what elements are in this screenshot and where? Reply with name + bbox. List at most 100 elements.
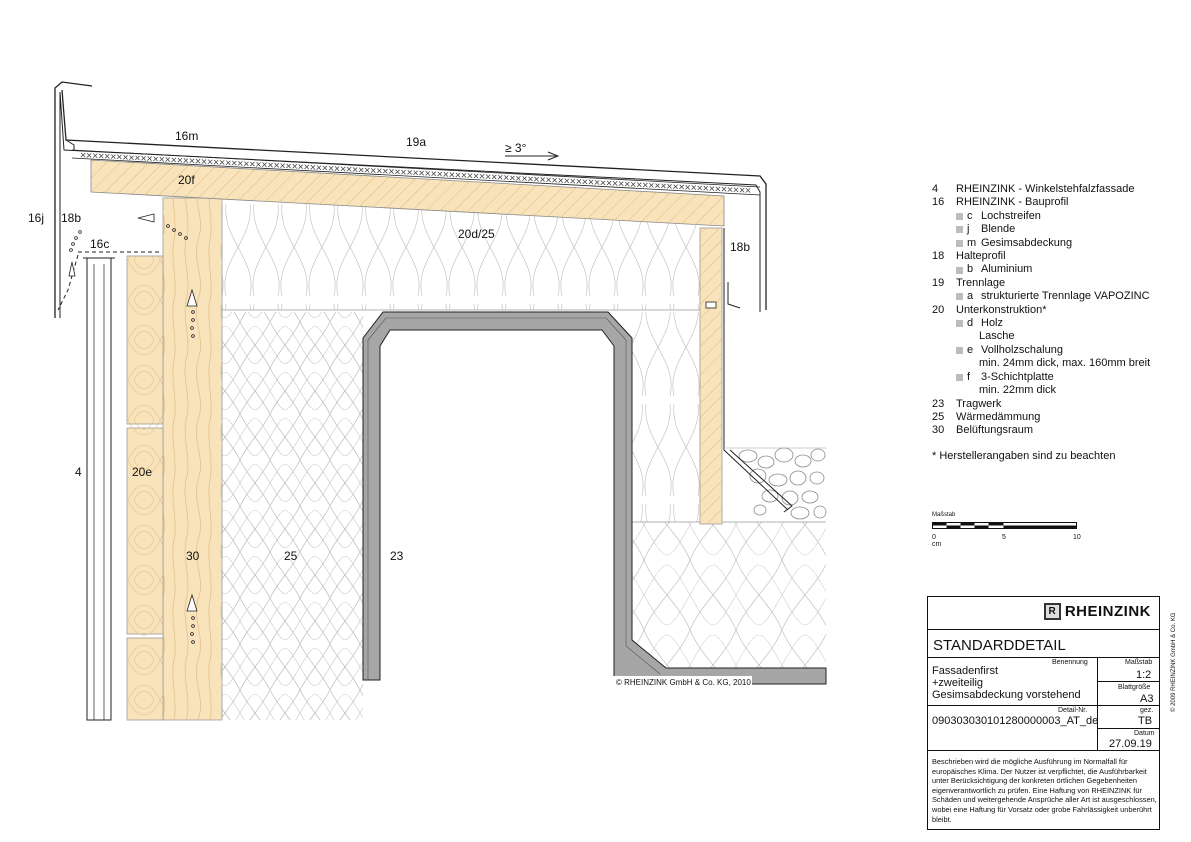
- legend-subitem-text: Blende: [981, 223, 1016, 236]
- legend-item: 19 Trennlage: [932, 277, 1150, 290]
- legend-square-icon: [956, 347, 963, 355]
- benennung-label: Benennung: [1052, 659, 1088, 666]
- legend-subitem-key: c: [967, 209, 973, 222]
- legend-item-text: RHEINZINK - Winkelstehfalzfassade: [956, 183, 1135, 195]
- coping-16m: [54, 81, 767, 318]
- title-heading: STANDARDDETAIL: [933, 637, 1066, 654]
- detail-number: 090303030101280000003_AT_de: [932, 715, 1099, 727]
- legend-subitem-key: f: [967, 370, 971, 383]
- legend-continuation: min. 22mm dick: [979, 384, 1057, 397]
- label-20d-25: 20d/25: [458, 227, 495, 241]
- blatt-value: A3: [1140, 693, 1154, 705]
- legend-subitem-text: 3-Schichtplatte: [981, 370, 1054, 383]
- legend-item-text: Tragwerk: [956, 397, 1002, 410]
- legend-square-icon: [956, 320, 963, 328]
- legend-subitem-key: e: [967, 343, 974, 356]
- brand-logo-icon: R: [1043, 603, 1061, 620]
- datum-label: Datum: [1134, 730, 1155, 737]
- legend-subitem-text: Lochstreifen: [981, 209, 1041, 222]
- label-16c: 16c: [90, 237, 109, 251]
- legend-item-text: Unterkonstruktion*: [956, 303, 1047, 316]
- datum-value: 27.09.19: [1109, 738, 1152, 750]
- legend-subitem: d Holz: [932, 317, 1150, 330]
- legend-item: 23 Tragwerk: [932, 398, 1150, 411]
- label-18b-left: 18b: [61, 211, 81, 225]
- side-copyright: © 2009 RHEINZINK GmbH & Co. KG: [1161, 600, 1177, 712]
- massstab-value: 1:2: [1136, 669, 1152, 681]
- legend-item-number: 25: [932, 410, 945, 423]
- slope-arrow: [505, 151, 560, 161]
- scale-title: Maßstab: [932, 512, 956, 518]
- label-18b-right: 18b: [730, 240, 750, 254]
- legend-subitem-text: Vollholzschalung: [981, 343, 1063, 356]
- benennung-line-3: Gesimsabdeckung vorstehend: [932, 689, 1081, 701]
- legend-item-number: 23: [932, 397, 945, 410]
- legend-item-number: 30: [932, 424, 945, 437]
- label-16j: 16j: [28, 211, 44, 225]
- insulation-roof: [630, 522, 826, 670]
- legend-square-icon: [956, 293, 963, 301]
- insulation-25: [222, 312, 363, 720]
- disclaimer-text: Beschrieben wird die mögliche Ausführung…: [932, 757, 1157, 824]
- benennung-line-2: +zweiteilig: [932, 677, 984, 689]
- legend-square-icon: [956, 266, 963, 274]
- brand-name: RHEINZINK: [1064, 603, 1151, 620]
- label-20f: 20f: [178, 173, 195, 187]
- side-copyright-text: © 2009 RHEINZINK GmbH & Co. KG: [1171, 612, 1177, 712]
- massstab-label: Maßstab: [1125, 659, 1153, 666]
- legend-square-icon: [956, 373, 963, 381]
- legend-subitem-text: Aluminium: [981, 263, 1033, 276]
- legend-subitem-key: b: [967, 263, 974, 276]
- label-19a: 19a: [406, 135, 426, 149]
- legend-item-text: Trennlage: [956, 276, 1006, 289]
- legend-square-icon: [956, 239, 963, 247]
- gravel-layer: [738, 447, 827, 520]
- boards-20e: [126, 255, 164, 721]
- legend-subitem: j Blende: [932, 223, 1150, 236]
- insulation-right: [632, 312, 700, 522]
- legend-item-text: Halteprofil: [956, 250, 1006, 263]
- legend-subitem-key: j: [967, 223, 970, 236]
- label-20e: 20e: [132, 465, 152, 479]
- label-25: 25: [284, 549, 298, 563]
- legend-item-text: Belüftungsraum: [956, 424, 1034, 437]
- gez-value: TB: [1138, 715, 1153, 727]
- legend-subitem: e Vollholzschalung: [932, 344, 1150, 357]
- legend-item-number: 20: [932, 303, 945, 316]
- legend-subitem-key: m: [967, 236, 977, 249]
- legend-subitem-text: Holz: [981, 317, 1004, 330]
- legend-subitem: c Lochstreifen: [932, 210, 1150, 223]
- holding-profile-18b: [723, 228, 793, 513]
- legend-note: * Herstellerangaben sind zu beachten: [932, 450, 1116, 462]
- scale-label-0: 0 cm: [932, 534, 942, 548]
- legend-item-text: RHEINZINK - Bauprofil: [956, 196, 1069, 209]
- legend-subitem: f 3-Schichtplatte: [932, 371, 1150, 384]
- scale-label-10: 10: [1073, 534, 1081, 541]
- label-slope: ≥ 3°: [505, 141, 527, 155]
- legend-item: 30 Belüftungsraum: [932, 424, 1150, 437]
- legend-square-icon: [956, 226, 963, 234]
- legend-item: 18 Halteprofil: [932, 250, 1150, 263]
- legend-item: 20 Unterkonstruktion*: [932, 304, 1150, 317]
- benennung-line-1: Fassadenfirst: [932, 665, 999, 677]
- legend-item-number: 18: [932, 250, 945, 263]
- legend-item-number: 16: [932, 196, 945, 209]
- detail-label: Detail-Nr.: [1058, 707, 1088, 714]
- brand-logo: R RHEINZINK: [1043, 603, 1151, 620]
- legend-subitem-key: d: [967, 317, 974, 330]
- label-30: 30: [186, 549, 200, 563]
- legend-subitem: b Aluminium: [932, 263, 1150, 276]
- legend-square-icon: [956, 213, 963, 221]
- title-block: R RHEINZINK STANDARDDETAIL Benennung Fas…: [927, 596, 1160, 830]
- legend-continuation: Lasche: [979, 330, 1015, 343]
- legend-item: 16 RHEINZINK - Bauprofil: [932, 196, 1150, 209]
- structure-23: [362, 311, 827, 685]
- legend-subitem-text: strukturierte Trennlage VAPOZINC: [981, 290, 1150, 303]
- legend-item-number: 19: [932, 276, 945, 289]
- drawing-copyright: © RHEINZINK GmbH & Co. KG, 2010: [616, 678, 751, 687]
- label-4: 4: [75, 465, 82, 479]
- blatt-label: Blattgröße: [1118, 684, 1151, 691]
